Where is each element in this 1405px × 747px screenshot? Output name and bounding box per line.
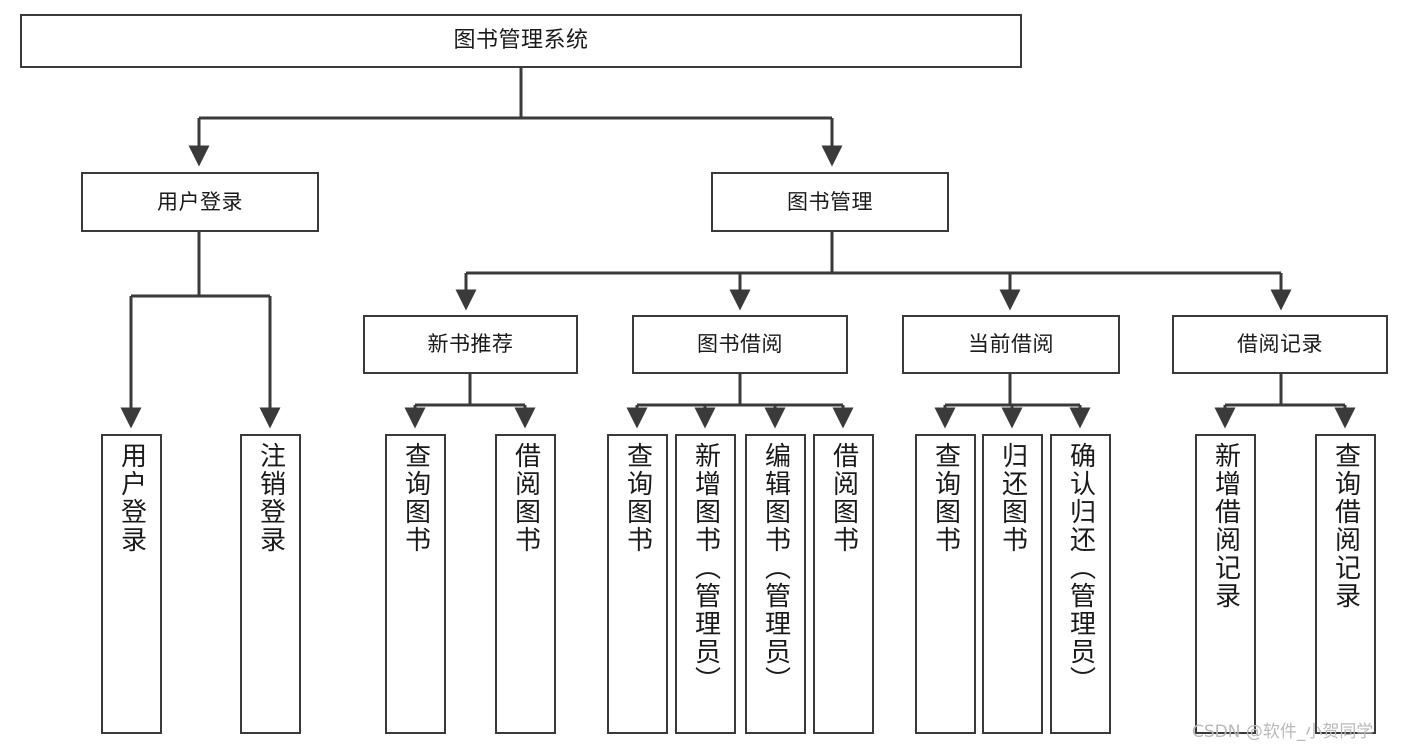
node-label: 注销登录 xyxy=(255,442,286,554)
leaf-user-login-login[interactable]: 用户登录 xyxy=(101,434,162,734)
node-label: 用户登录 xyxy=(157,189,243,214)
node-label: 借阅记录 xyxy=(1237,332,1323,357)
csdn-watermark: CSDN @软件_小贺同学 xyxy=(1192,722,1374,742)
node-label: 新书推荐 xyxy=(427,332,514,357)
leaf-current-borrow-query-book[interactable]: 查询图书 xyxy=(915,434,976,734)
node-label: 用户登录 xyxy=(116,442,147,554)
node-label: 图书借阅 xyxy=(697,332,783,357)
leaf-book-borrow-borrow-book[interactable]: 借阅图书 xyxy=(813,434,874,734)
leaf-user-login-logout[interactable]: 注销登录 xyxy=(240,434,301,734)
leaf-new-book-query-book[interactable]: 查询图书 xyxy=(385,434,446,734)
leaf-current-borrow-confirm-return-admin[interactable]: 确认归还（管理员） xyxy=(1050,434,1111,734)
node-label: 查询图书 xyxy=(930,442,961,554)
node-book-borrow[interactable]: 图书借阅 xyxy=(632,315,848,374)
node-label: 编辑图书（管理员） xyxy=(760,442,791,694)
leaf-borrow-record-add-record[interactable]: 新增借阅记录 xyxy=(1195,434,1256,734)
node-new-book-recommend[interactable]: 新书推荐 xyxy=(363,315,578,374)
node-label: 新增图书（管理员） xyxy=(690,442,721,694)
node-label: 当前借阅 xyxy=(968,332,1054,357)
node-label: 借阅图书 xyxy=(828,442,859,554)
node-current-borrow[interactable]: 当前借阅 xyxy=(902,315,1120,374)
node-label: 新增借阅记录 xyxy=(1210,442,1241,610)
node-label: 查询图书 xyxy=(622,442,653,554)
node-label: 归还图书 xyxy=(997,442,1028,554)
node-root-library-system[interactable]: 图书管理系统 xyxy=(20,14,1022,68)
leaf-book-borrow-edit-book-admin[interactable]: 编辑图书（管理员） xyxy=(745,434,806,734)
leaf-borrow-record-query-record[interactable]: 查询借阅记录 xyxy=(1315,434,1376,734)
node-label: 图书管理 xyxy=(787,189,873,214)
node-book-management[interactable]: 图书管理 xyxy=(711,172,949,232)
node-borrow-record[interactable]: 借阅记录 xyxy=(1172,315,1388,374)
node-label: 查询图书 xyxy=(400,442,431,554)
node-label: 确认归还（管理员） xyxy=(1065,442,1096,694)
leaf-new-book-borrow-book[interactable]: 借阅图书 xyxy=(495,434,556,734)
node-user-login[interactable]: 用户登录 xyxy=(81,172,319,232)
node-label: 查询借阅记录 xyxy=(1330,442,1361,610)
leaf-book-borrow-query-book[interactable]: 查询图书 xyxy=(607,434,668,734)
leaf-current-borrow-return-book[interactable]: 归还图书 xyxy=(982,434,1043,734)
node-label: 图书管理系统 xyxy=(453,28,589,54)
node-label: 借阅图书 xyxy=(510,442,541,554)
leaf-book-borrow-add-book-admin[interactable]: 新增图书（管理员） xyxy=(675,434,736,734)
